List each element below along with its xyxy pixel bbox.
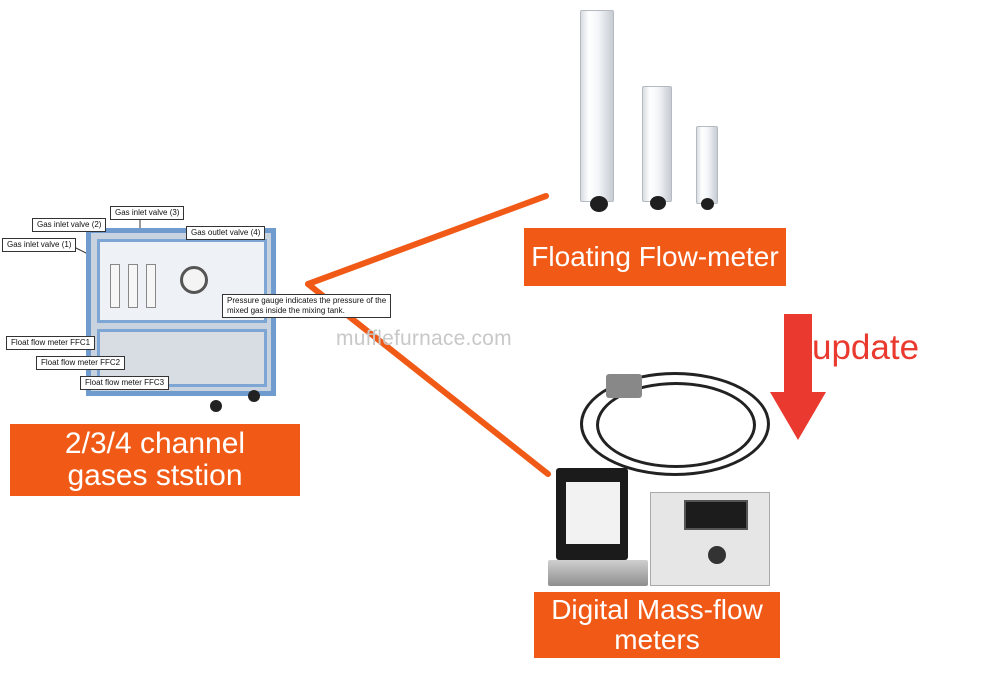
gas-station-title-line2: gases ststion [67,459,243,492]
flow-display-knob [708,546,726,564]
mass-flow-title-line1: Digital Mass-flow [551,594,763,625]
gas-station-title-line1: 2/3/4 channel [64,427,246,460]
mass-flow-meter-title: Digital Mass-flow meters [534,592,780,658]
flow-meter-tube-large [580,10,614,202]
down-arrow-icon [770,314,826,440]
update-label: update [812,328,920,367]
gas-station-title: 2/3/4 channel gases ststion [10,424,300,496]
mass-flow-controller-label [566,482,620,544]
mass-flow-controller-base [548,560,648,586]
flow-tube-2 [128,264,138,308]
flow-tube-1 [110,264,120,308]
flow-meter-knob-small [701,198,714,210]
flow-meter-tube-small [696,126,718,204]
callout-inlet-valve-2: Gas inlet valve (2) [32,218,107,232]
callout-flow-meter-3: Float flow meter FFC3 [80,376,170,390]
pressure-gauge-text-2: mixed gas inside the mixing tank. [227,306,345,315]
callout-inlet-valve-3: Gas inlet valve (3) [110,206,185,220]
callout-outlet-valve-4: Gas outlet valve (4) [186,226,266,240]
flow-meter-knob-medium [650,196,666,210]
watermark: mufflefurnace.com [336,327,512,350]
flow-meter-knob-large [590,196,608,212]
cabinet-wheel [248,390,260,402]
flow-meter-tube-medium [642,86,672,202]
cable-coil [596,382,756,468]
cable-coil [580,372,770,476]
flow-tube-3 [146,264,156,308]
flow-display-screen [684,500,748,530]
callout-flow-meter-2: Float flow meter FFC2 [36,356,126,370]
pressure-gauge-icon [180,266,208,294]
connector-plug [606,374,642,398]
callout-pressure-gauge: Pressure gauge indicates the pressure of… [222,294,392,318]
cabinet-wheel [210,400,222,412]
callout-inlet-valve-1: Gas inlet valve (1) [2,238,77,252]
pressure-gauge-text-1: Pressure gauge indicates the pressure of… [227,296,387,305]
floating-flow-meter-title: Floating Flow-meter [524,228,786,286]
mass-flow-title-line2: meters [614,624,700,655]
callout-flow-meter-1: Float flow meter FFC1 [6,336,96,350]
